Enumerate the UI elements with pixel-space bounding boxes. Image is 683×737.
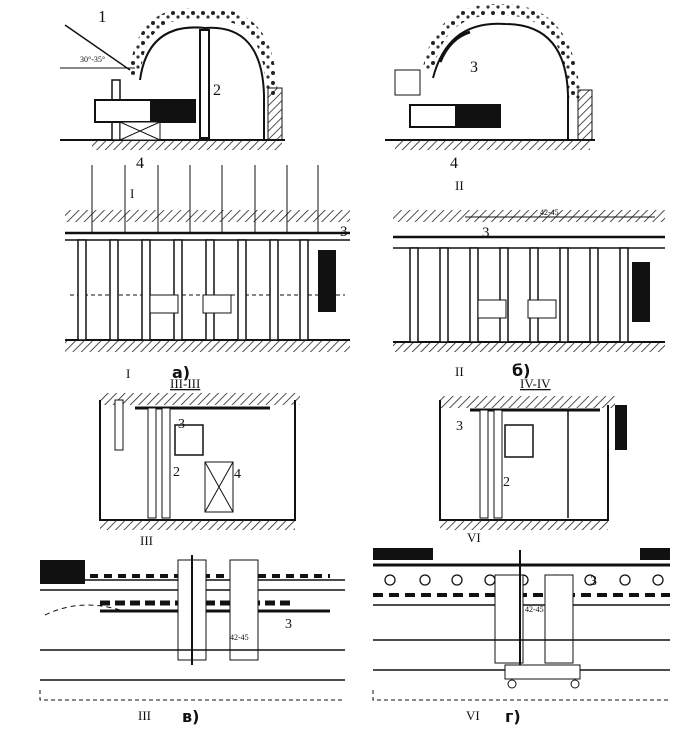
dim-g: 42-45 <box>525 605 544 614</box>
caption-v: в) <box>182 707 199 726</box>
section-top-left: 1 30°-35° 2 4 <box>60 7 285 172</box>
label-2: 2 <box>213 82 221 99</box>
label-3-b: 3 <box>482 225 490 241</box>
section-III: III-III 3 2 4 <box>99 376 300 530</box>
caption-a: а) <box>172 363 190 382</box>
section-VI-top: VI <box>467 530 481 545</box>
label-2-d: 2 <box>503 475 510 490</box>
props-row <box>77 239 309 341</box>
section-II-top: II <box>455 178 464 193</box>
view-b: 42-45 3 II II б) <box>393 178 665 380</box>
section-IV: IV-IV 3 2 <box>439 376 627 530</box>
section-I-bottom: I <box>126 366 130 381</box>
label-3-c: 3 <box>178 417 185 432</box>
caption-b: б) <box>512 361 530 380</box>
label-3-e: 3 <box>285 617 292 632</box>
view-a: 3 I I а) <box>65 165 350 382</box>
label-4-c: 4 <box>234 467 241 482</box>
section-top-right: 3 4 <box>385 4 595 172</box>
label-4b: 4 <box>450 155 458 172</box>
dim-v: 42-45 <box>230 633 249 642</box>
section-III-bottom: III <box>138 708 151 723</box>
circle-markers <box>384 574 664 586</box>
section-VI-bottom: VI <box>466 708 480 723</box>
label-3: 3 <box>470 59 478 76</box>
section-I-top: I <box>130 186 134 201</box>
label-angle: 30°-35° <box>80 55 105 64</box>
plan-v: III 42-45 3 III в) <box>39 533 345 726</box>
props-row-b <box>409 247 629 343</box>
section-III-top: III <box>140 533 153 548</box>
caption-g: г) <box>505 707 521 726</box>
dim-b: 42-45 <box>540 208 559 217</box>
prop-post <box>199 29 210 139</box>
section-II-bottom: II <box>455 364 464 379</box>
label-3-a: 3 <box>340 224 348 240</box>
title-III-III: III-III <box>170 376 200 391</box>
label-4: 4 <box>136 155 144 172</box>
label-2-c: 2 <box>173 465 180 480</box>
plan-g: VI 42-45 3 VI г) <box>372 530 670 726</box>
label-1: 1 <box>98 7 107 26</box>
label-3-f: 3 <box>590 574 597 589</box>
title-IV-IV: IV-IV <box>520 376 551 391</box>
anchor-bolts <box>91 165 319 233</box>
label-3-d: 3 <box>456 419 463 434</box>
